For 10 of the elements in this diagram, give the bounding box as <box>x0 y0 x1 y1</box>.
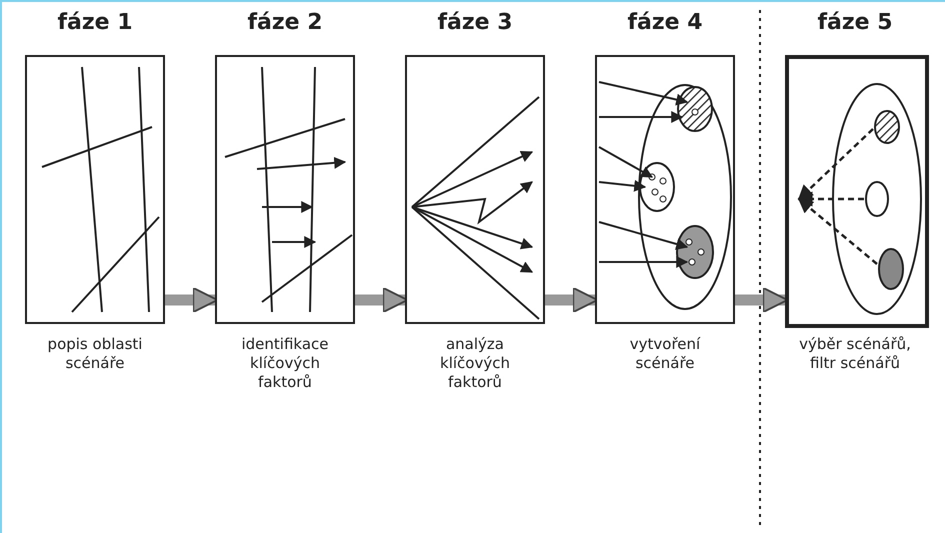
phase-heading: fáze 1 <box>56 10 134 35</box>
phase-heading: fáze 2 <box>246 10 324 35</box>
phase-description: vytvoření scénáře <box>628 335 702 373</box>
phase-heading: fáze 3 <box>436 10 514 35</box>
phase-description: analýza klíčových faktorů <box>439 335 511 392</box>
phase-description: výběr scénářů, filtr scénářů <box>798 335 912 373</box>
phase-description: popis oblasti scénáře <box>46 335 144 373</box>
phase-description: identifikace klíčových faktorů <box>240 335 330 392</box>
phase-heading: fáze 4 <box>626 10 704 35</box>
phase-heading: fáze 5 <box>816 10 894 35</box>
